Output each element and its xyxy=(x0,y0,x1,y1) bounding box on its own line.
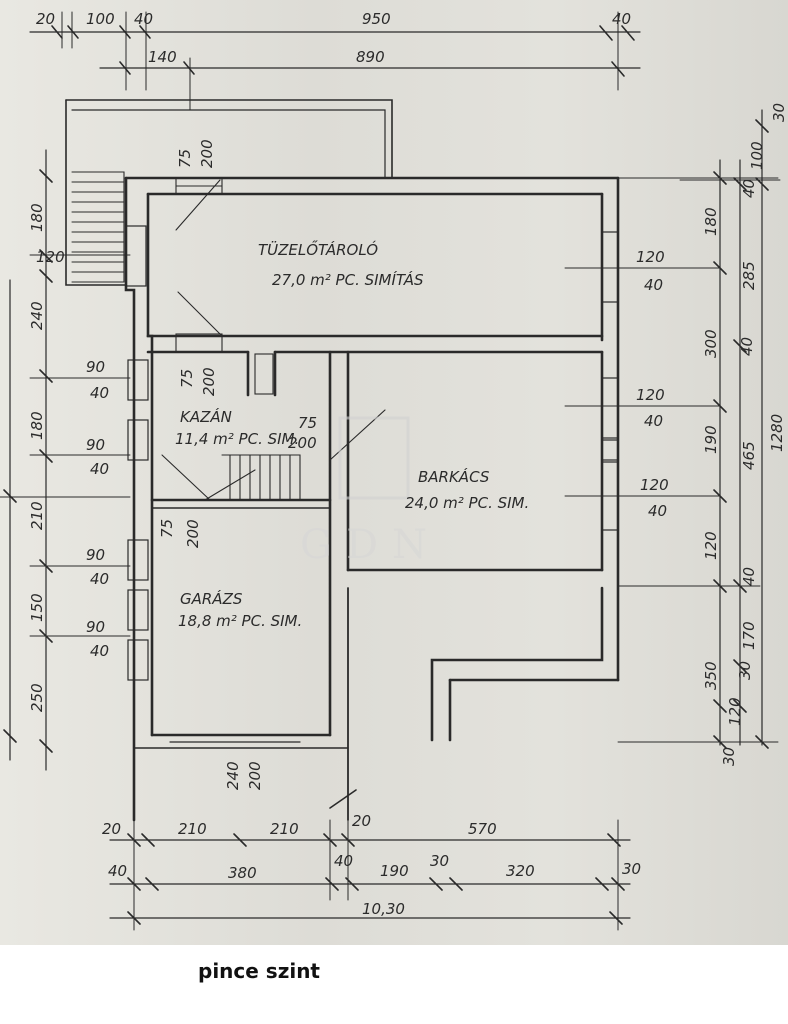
dim-right-13: 170 xyxy=(740,621,758,650)
dim-left-1: 180 xyxy=(28,203,46,232)
opening-5-width: 90 xyxy=(86,436,105,454)
dim-top-140: 140 xyxy=(148,48,177,66)
dim-left-7: 250 xyxy=(28,683,46,712)
door-4-width: 75 xyxy=(158,519,176,538)
dim-right-8: 190 xyxy=(702,425,720,454)
dim-top-20: 20 xyxy=(36,10,55,28)
dim-bottom-11: 320 xyxy=(506,862,535,880)
dim-right-2: 100 xyxy=(748,141,766,170)
opening-5-height: 40 xyxy=(90,460,109,478)
dim-right-5: 285 xyxy=(740,261,758,290)
gate-width: 240 xyxy=(224,761,242,790)
opening-4-height: 40 xyxy=(90,384,109,402)
door-3-height: 200 xyxy=(288,434,317,452)
dim-right-11: 120 xyxy=(702,531,720,560)
dim-bottom-12: 30 xyxy=(622,860,641,878)
dim-left-small: 120 xyxy=(36,248,65,266)
dim-bottom-5: 570 xyxy=(468,820,497,838)
watermark-text: GDN xyxy=(300,522,441,568)
dim-bottom-10: 30 xyxy=(430,852,449,870)
opening-6-height: 40 xyxy=(90,570,109,588)
room-garage-name: GARÁZS xyxy=(180,589,243,608)
opening-1-width: 120 xyxy=(636,248,665,266)
opening-7-width: 90 xyxy=(86,618,105,636)
door-4-height: 200 xyxy=(184,519,202,548)
dim-right-12: 40 xyxy=(740,567,758,586)
door-2-width: 75 xyxy=(178,369,196,388)
dim-left-4: 180 xyxy=(28,411,46,440)
dim-top-40a: 40 xyxy=(134,10,153,28)
floor-caption: pince szint xyxy=(198,959,320,983)
opening-4-width: 90 xyxy=(86,358,105,376)
dim-bottom-2: 210 xyxy=(178,820,207,838)
dim-bottom-8: 40 xyxy=(334,852,353,870)
dim-top-890: 890 xyxy=(356,48,385,66)
dim-left-6: 150 xyxy=(28,593,46,622)
room-boiler-name: KAZÁN xyxy=(180,407,232,426)
dim-right-1: 30 xyxy=(770,103,788,122)
dim-right-16: 30 xyxy=(720,747,738,766)
door-1-width: 75 xyxy=(176,149,194,168)
opening-2-height: 40 xyxy=(644,412,663,430)
dim-right-14: 350 xyxy=(702,661,720,690)
dim-bottom-7: 380 xyxy=(228,864,257,882)
dim-top-950: 950 xyxy=(362,10,391,28)
floor-plan: GDN TÜZELŐTÁROLÓ 27,0 m² PC. SIMÍTÁS KAZ… xyxy=(0,10,788,931)
dim-left-3: 240 xyxy=(28,301,46,330)
room-wood-storage-name: TÜZELŐTÁROLÓ xyxy=(258,239,378,259)
dim-right-9: 465 xyxy=(740,441,758,470)
door-1-height: 200 xyxy=(198,139,216,168)
room-workshop-area: 24,0 m² PC. SIM. xyxy=(405,494,529,512)
dim-bottom-6: 40 xyxy=(108,862,127,880)
dim-right-6: 300 xyxy=(702,329,720,358)
dim-top-40b: 40 xyxy=(612,10,631,28)
dim-bottom-1: 20 xyxy=(102,820,121,838)
door-2-height: 200 xyxy=(200,367,218,396)
opening-7-height: 40 xyxy=(90,642,109,660)
room-workshop-name: BARKÁCS xyxy=(418,467,490,486)
dim-right-15: 120 xyxy=(726,697,744,726)
room-boiler-area: 11,4 m² PC. SIM. xyxy=(175,430,299,448)
dim-bottom-3: 210 xyxy=(270,820,299,838)
dim-left-5: 210 xyxy=(28,501,46,530)
opening-3-height: 40 xyxy=(648,502,667,520)
dim-top-100: 100 xyxy=(86,10,115,28)
dim-right-17: 30 xyxy=(736,661,754,680)
room-wood-storage-area: 27,0 m² PC. SIMÍTÁS xyxy=(272,270,424,289)
gate-height: 200 xyxy=(246,761,264,790)
dim-bottom-9: 190 xyxy=(380,862,409,880)
door-3-width: 75 xyxy=(298,414,317,432)
opening-3-width: 120 xyxy=(640,476,669,494)
dim-bottom-4: 20 xyxy=(352,812,371,830)
blueprint-sheet xyxy=(0,0,788,945)
dim-right-7: 40 xyxy=(738,337,756,356)
opening-6-width: 90 xyxy=(86,546,105,564)
room-garage-area: 18,8 m² PC. SIM. xyxy=(178,612,302,630)
dim-right-3: 40 xyxy=(740,179,758,198)
opening-1-height: 40 xyxy=(644,276,663,294)
opening-2-width: 120 xyxy=(636,386,665,404)
dim-right-4: 180 xyxy=(702,207,720,236)
dim-right-10: 1280 xyxy=(768,414,786,452)
dim-bottom-total: 10,30 xyxy=(362,900,405,918)
watermark-logo xyxy=(338,416,410,500)
